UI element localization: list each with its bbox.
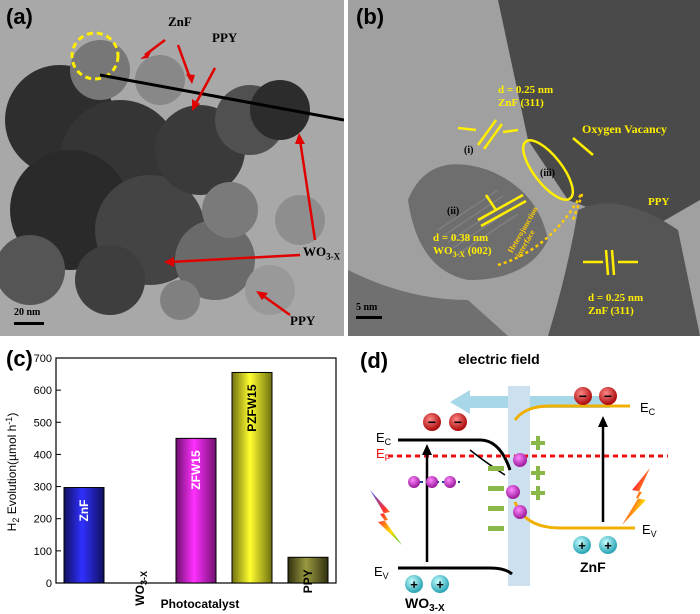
znf-excitation-arrowhead bbox=[598, 416, 608, 427]
transfer-arrow bbox=[469, 449, 506, 476]
annotation-ppy-top: PPY bbox=[212, 30, 238, 45]
bar-znf bbox=[63, 487, 105, 584]
highlight-circle bbox=[70, 31, 120, 81]
bar-label-pzfw15: PZFW15 bbox=[245, 384, 259, 432]
panel-c-chart: (c) 0 100 200 300 400 500 600 700 ZnF WO3-X ZFW15… bbox=[0, 340, 346, 614]
annotation-wo3x: WO3-X bbox=[303, 244, 341, 262]
y-axis-ticks: 0 100 200 300 400 500 600 700 bbox=[34, 353, 61, 590]
panel-d-band-diagram: (d) bbox=[350, 340, 700, 614]
bar-label-zfw15: ZFW15 bbox=[189, 450, 203, 490]
annotation-znf: ZnF bbox=[168, 14, 192, 29]
excitation-arrows bbox=[425, 422, 605, 562]
panel-b-hrtem-image: (b) d = 0.25 nm ZnF (311) Oxygen Vacancy… bbox=[348, 0, 700, 336]
bar-pzfw15 bbox=[231, 371, 273, 584]
particle-cluster bbox=[0, 40, 325, 320]
panel-b-svg bbox=[348, 0, 700, 336]
red-arrowheads bbox=[140, 50, 305, 300]
panel-a-tem-image: (a) ZnF PPY WO3-X PPY 20 nm bbox=[0, 0, 344, 336]
ec-right-label: EC bbox=[640, 400, 656, 417]
oxygen-vacancy-label: Oxygen Vacancy bbox=[582, 122, 668, 136]
y-tick-label: 700 bbox=[34, 353, 52, 365]
d-spacing-znf-top: d = 0.25 nm ZnF (311) bbox=[498, 84, 554, 109]
scale-bar-b-label: 5 nm bbox=[356, 302, 378, 313]
panel-d-label: (d) bbox=[360, 348, 389, 373]
y-tick-label: 500 bbox=[34, 417, 52, 429]
roman-iii: (iii) bbox=[540, 168, 555, 179]
bar-chart-svg: 0 100 200 300 400 500 600 700 ZnF WO3-X ZFW15 PZFW… bbox=[4, 353, 337, 611]
y-tick-label: 600 bbox=[34, 385, 52, 397]
electron-signs: − − − − bbox=[428, 388, 612, 430]
ev-left-label: EV bbox=[374, 564, 389, 581]
roman-i: (i) bbox=[464, 145, 474, 156]
svg-text:+: + bbox=[578, 538, 586, 553]
bar-label-wo3-x: WO3-X bbox=[133, 571, 149, 606]
oxygen-vacancy-balls bbox=[408, 453, 527, 519]
ef-left-label: EF bbox=[376, 446, 391, 463]
znf-conduction-band bbox=[513, 404, 630, 421]
yellow-markers bbox=[457, 119, 638, 276]
wo3x-material-label: WO3-X bbox=[405, 595, 445, 614]
x-axis-label: Photocatalyst bbox=[161, 597, 240, 611]
d-spacing-znf-bottom: d = 0.25 nm ZnF (311) bbox=[588, 292, 644, 317]
panel-a-svg bbox=[0, 0, 344, 336]
bar-label-ppy: PPY bbox=[301, 569, 315, 593]
roman-ii: (ii) bbox=[447, 206, 460, 217]
light-bolt-right-icon bbox=[622, 468, 650, 525]
znf-valence-band bbox=[513, 501, 635, 530]
wo3x-valence-band bbox=[398, 566, 513, 576]
svg-text:+: + bbox=[604, 538, 612, 553]
bar-label-znf: ZnF bbox=[77, 500, 91, 522]
scale-bar-a-label: 20 nm bbox=[14, 307, 41, 318]
svg-text:−: − bbox=[428, 414, 436, 430]
svg-text:+: + bbox=[410, 577, 418, 592]
y-tick-label: 100 bbox=[34, 546, 52, 558]
svg-text:−: − bbox=[579, 388, 587, 404]
panel-a-label: (a) bbox=[6, 4, 33, 29]
znf-material-label: ZnF bbox=[580, 559, 606, 575]
interface-region bbox=[508, 386, 530, 586]
light-bolt-left-icon bbox=[370, 490, 402, 545]
ec-left-label: EC bbox=[376, 430, 392, 447]
band-diagram-svg: − − − − + + + + electric field EC EF EV … bbox=[370, 351, 668, 614]
electric-field-label: electric field bbox=[458, 351, 540, 367]
holes bbox=[405, 536, 617, 593]
scale-bar-b bbox=[356, 316, 382, 319]
d-spacing-wo3x: d = 0.38 nm WO3-X (002) bbox=[433, 232, 492, 260]
annotation-ppy-bottom: PPY bbox=[290, 313, 316, 328]
wo3x-conduction-band bbox=[398, 438, 512, 471]
y-tick-label: 300 bbox=[34, 482, 52, 494]
red-arrows bbox=[144, 39, 317, 317]
svg-text:−: − bbox=[454, 414, 462, 430]
ev-right-label: EV bbox=[642, 522, 657, 539]
zoom-arrow bbox=[99, 73, 344, 122]
bar-zfw15 bbox=[175, 437, 217, 584]
oxygen-vacancy-ellipse bbox=[521, 139, 575, 201]
svg-text:−: − bbox=[604, 388, 612, 404]
y-tick-label: 200 bbox=[34, 514, 52, 526]
ppy-label-b: PPY bbox=[648, 196, 670, 208]
hole-signs: + + + + bbox=[410, 538, 612, 592]
y-tick-label: 400 bbox=[34, 449, 52, 461]
wo3x-excitation-arrowhead bbox=[422, 444, 432, 455]
panel-c-label: (c) bbox=[6, 346, 33, 371]
interface-charges bbox=[488, 436, 545, 531]
y-tick-label: 0 bbox=[46, 578, 52, 590]
electrons bbox=[423, 387, 617, 431]
svg-text:+: + bbox=[436, 577, 444, 592]
y-axis-label: H2 Evolution(µmol h-1) bbox=[4, 413, 21, 532]
scale-bar-a bbox=[14, 322, 44, 325]
bar-ppy bbox=[287, 556, 329, 584]
heterojunction-line bbox=[497, 192, 584, 267]
panel-b-label: (b) bbox=[356, 4, 385, 29]
